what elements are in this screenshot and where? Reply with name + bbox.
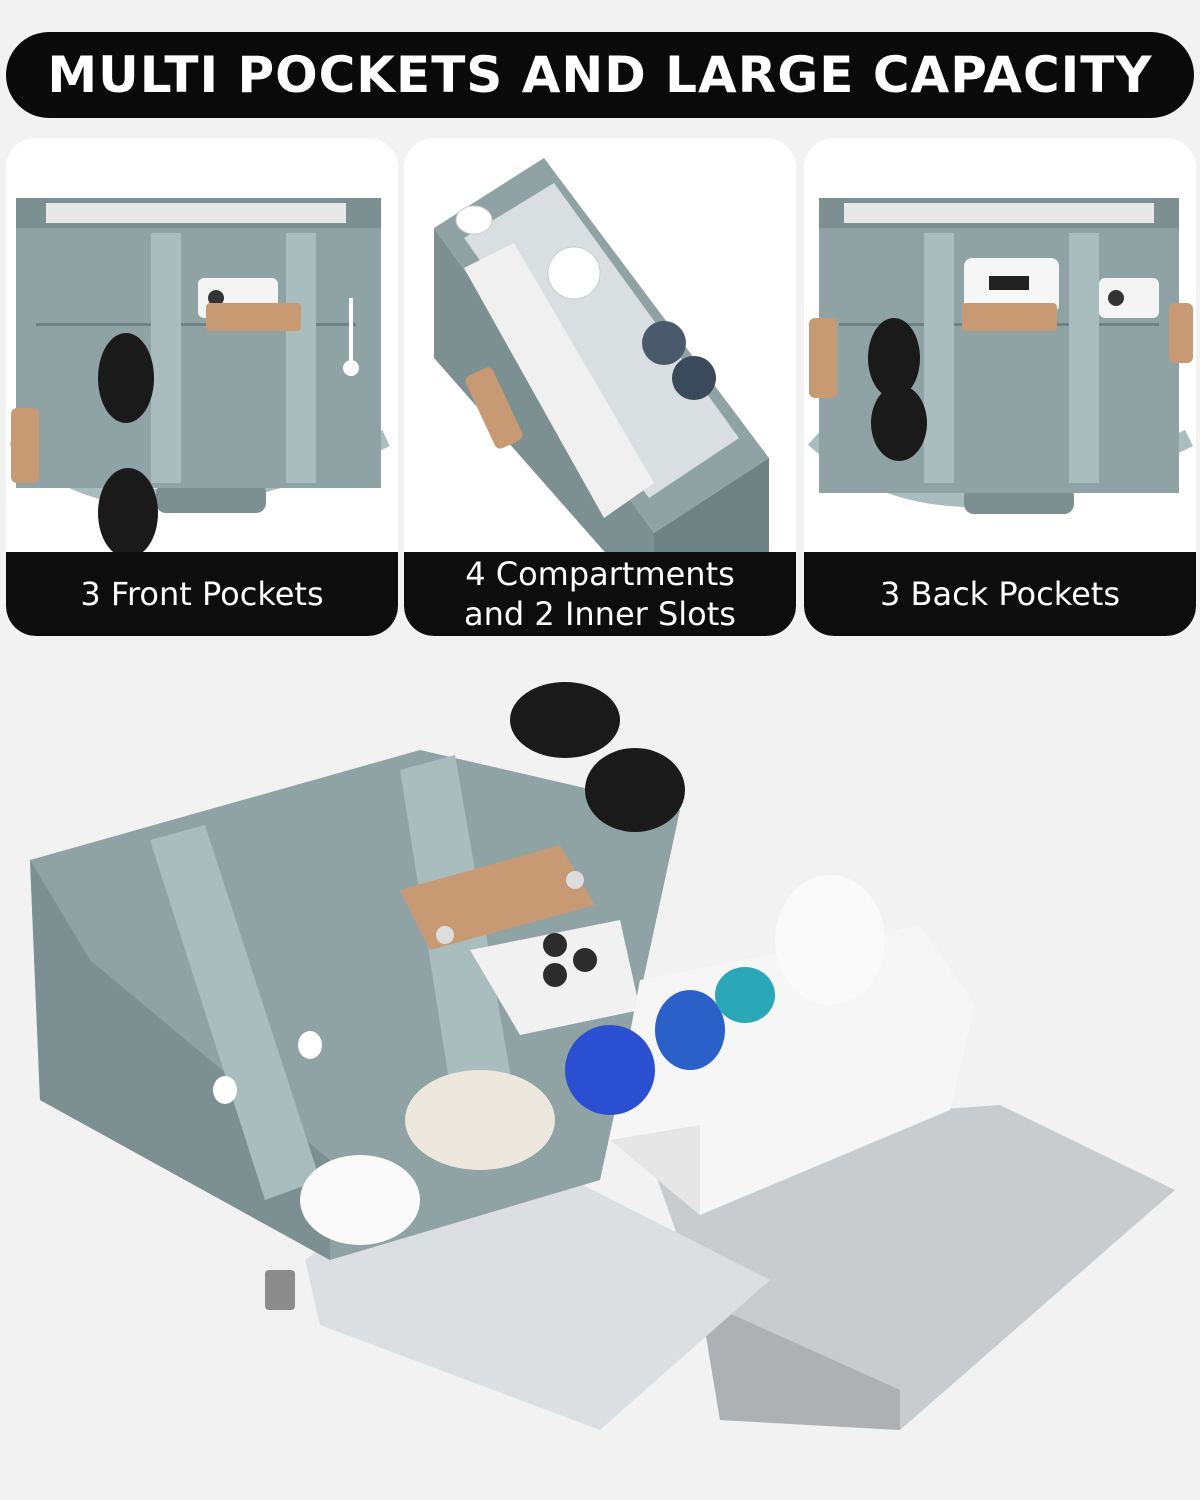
caption-back-line-1: 3 Back Pockets [879,575,1120,613]
caption-compartments: 4 Compartments and 2 Inner Slots [404,552,796,636]
headline-text: MULTI POCKETS AND LARGE CAPACITY [47,46,1153,104]
panel-back-pockets: 3 Back Pockets [804,138,1196,636]
caption-back-pockets: 3 Back Pockets [804,552,1196,636]
caption-front-line-1: 3 Front Pockets [80,575,324,613]
bag-packed-photo [30,682,1175,1430]
headline-banner: MULTI POCKETS AND LARGE CAPACITY [6,32,1194,118]
bag-back-image [804,138,1196,558]
bag-inside-image [404,138,796,558]
panel-compartments: 4 Compartments and 2 Inner Slots [404,138,796,636]
caption-compartments-line-1: 4 Compartments [465,555,735,593]
caption-compartments-line-2: and 2 Inner Slots [464,595,736,633]
panel-front-pockets: 3 Front Pockets [6,138,398,636]
caption-front-pockets: 3 Front Pockets [6,552,398,636]
bag-front-image [6,138,398,558]
